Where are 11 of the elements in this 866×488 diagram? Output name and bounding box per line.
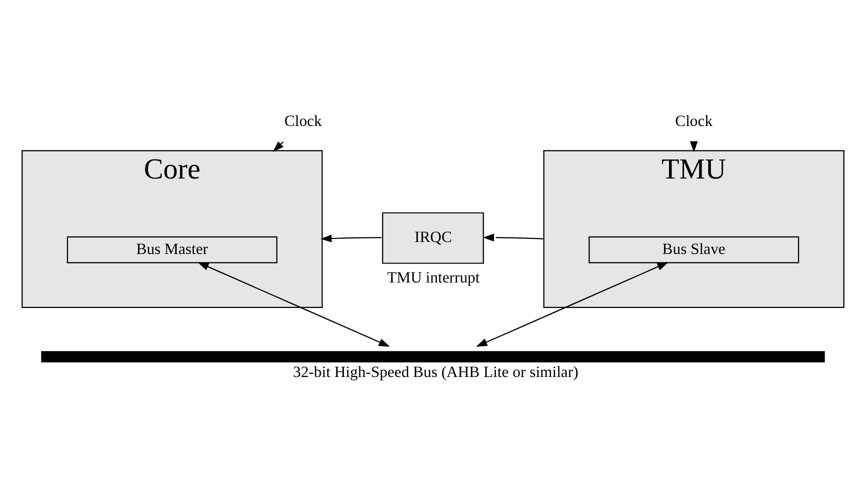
arrow (198, 262, 390, 346)
node-box: Bus Master (66, 236, 278, 263)
node-text: Clock (284, 112, 322, 130)
node-box (41, 350, 825, 362)
arrow (476, 262, 668, 346)
node-box: Bus Slave (588, 236, 800, 263)
arrow (482, 233, 544, 241)
arrow (320, 234, 382, 242)
node-label: 32-bit High-Speed Bus (AHB Lite or similar) (293, 364, 578, 381)
node-label: TMU interrupt (387, 269, 480, 286)
node-text: Clock (675, 112, 713, 130)
